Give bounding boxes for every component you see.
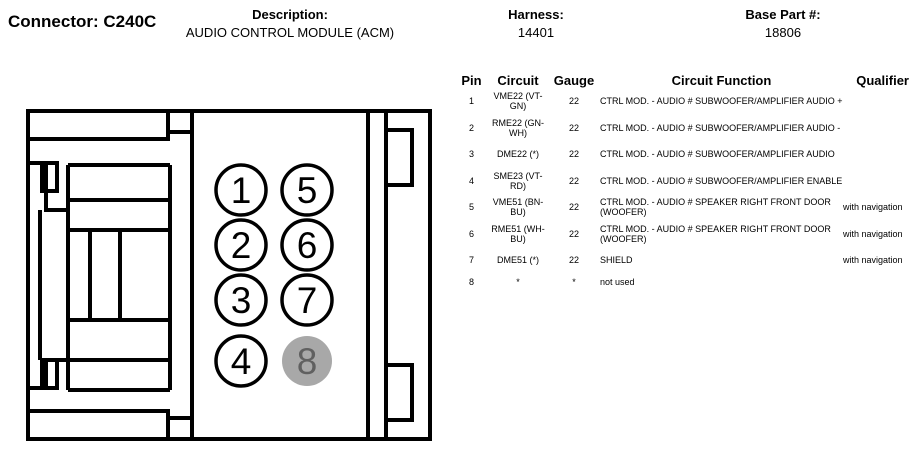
cell-pin: 4 (468, 175, 474, 186)
pin-label-1: 1 (231, 170, 252, 211)
cell-gauge: * (572, 277, 576, 287)
pin-cavity-7 (280, 273, 334, 327)
cell-qualifier: with navigation (843, 228, 903, 239)
pin-label-2: 2 (231, 225, 252, 266)
description-value: AUDIO CONTROL MODULE (ACM) (185, 25, 395, 40)
cell-function: CTRL MOD. - AUDIO # SUBWOOFER/AMPLIFIER … (600, 96, 843, 107)
col-header-circuit-function: Circuit Function (671, 72, 772, 88)
cell-circuit: VME22 (VT-GN) (493, 91, 543, 112)
cell-gauge: 22 (568, 122, 579, 133)
pin-cavity-8 (282, 336, 332, 386)
table-row: 8 * * not used (455, 274, 909, 291)
cell-pin: 6 (468, 228, 474, 239)
cell-gauge: 22 (568, 175, 579, 186)
base-part-value: 18806 (764, 25, 802, 40)
col-header-qualifier: Qualifier (856, 72, 909, 88)
pin-cavity-2 (214, 218, 268, 272)
cell-function: not used (600, 277, 635, 287)
pin-cavity-3 (214, 273, 268, 327)
pin-cavity-4 (214, 334, 268, 388)
cell-pin: 2 (468, 122, 474, 133)
cell-function: CTRL MOD. - AUDIO # SPEAKER RIGHT FRONT … (600, 197, 831, 218)
cell-circuit: DME51 (*) (496, 255, 539, 266)
connector-face-diagram: 1 5 2 6 3 7 4 8 (26, 109, 432, 441)
cell-circuit: RME22 (GN-WH) (491, 117, 544, 138)
pin-label-6: 6 (297, 225, 318, 266)
table-row: 4 SME23 (VT-RD) 22 CTRL MOD. - AUDIO # S… (455, 168, 909, 195)
cell-function: CTRL MOD. - AUDIO # SUBWOOFER/AMPLIFIER … (600, 122, 841, 133)
harness-block: Harness: 14401 (486, 7, 586, 40)
pin-cavity-5 (280, 163, 334, 217)
connector-face (190, 109, 370, 441)
pin-label-7: 7 (297, 280, 318, 321)
table-row: 3 DME22 (*) 22 CTRL MOD. - AUDIO # SUBWO… (455, 141, 909, 168)
cell-function: CTRL MOD. - AUDIO # SUBWOOFER/AMPLIFIER … (600, 149, 835, 160)
left-lower-rib (28, 409, 170, 439)
cell-qualifier (843, 141, 909, 168)
cell-qualifier: with navigation (843, 202, 903, 213)
base-part-block: Base Part #: 18806 (723, 7, 843, 40)
cell-pin: 3 (468, 149, 474, 160)
cell-function: CTRL MOD. - AUDIO # SPEAKER RIGHT FRONT … (600, 223, 831, 244)
cell-gauge: 22 (568, 149, 579, 160)
cell-gauge: 22 (568, 228, 579, 239)
harness-label: Harness: (508, 7, 564, 22)
cell-pin: 7 (468, 255, 474, 266)
harness-value: 14401 (517, 25, 555, 40)
connector-title: Connector: C240C (8, 12, 157, 31)
cell-circuit: * (516, 277, 520, 287)
pin-cavity-1 (214, 163, 268, 217)
cell-function: CTRL MOD. - AUDIO # SUBWOOFER/AMPLIFIER … (600, 175, 843, 186)
pin-cavity-6 (280, 218, 334, 272)
cell-gauge: 22 (568, 96, 579, 107)
table-header-row: Pin Circuit Gauge Circuit Function Quali… (455, 72, 909, 88)
col-header-gauge: Gauge (553, 72, 595, 88)
cell-qualifier (843, 168, 909, 195)
pin-table: Pin Circuit Gauge Circuit Function Quali… (455, 72, 909, 291)
pin-label-5: 5 (297, 170, 318, 211)
pin-label-4: 4 (231, 341, 252, 382)
left-upper-rib (28, 111, 170, 141)
description-label: Description: (252, 7, 328, 22)
cell-qualifier (843, 274, 909, 291)
cell-circuit: SME23 (VT-RD) (493, 170, 543, 191)
col-header-circuit: Circuit (497, 72, 539, 88)
cell-pin: 1 (468, 96, 474, 107)
cell-gauge: 22 (568, 202, 579, 213)
table-row: 1 VME22 (VT-GN) 22 CTRL MOD. - AUDIO # S… (455, 88, 909, 115)
table-row: 2 RME22 (GN-WH) 22 CTRL MOD. - AUDIO # S… (455, 115, 909, 142)
cell-circuit: VME51 (BN-BU) (492, 197, 544, 218)
cell-pin: 8 (468, 277, 474, 287)
right-latch (386, 128, 414, 187)
table-row: 7 DME51 (*) 22 SHIELD with navigation (455, 247, 909, 274)
cell-qualifier (843, 88, 909, 115)
cell-qualifier: with navigation (843, 255, 903, 266)
table-row: 5 VME51 (BN-BU) 22 CTRL MOD. - AUDIO # S… (455, 194, 909, 221)
table-row: 6 RME51 (WH-BU) 22 CTRL MOD. - AUDIO # S… (455, 221, 909, 248)
description-block: Description: AUDIO CONTROL MODULE (ACM) (170, 7, 410, 40)
cell-circuit: RME51 (WH-BU) (491, 223, 545, 244)
cell-qualifier (843, 115, 909, 142)
col-header-pin: Pin (461, 72, 482, 88)
cell-gauge: 22 (568, 255, 579, 266)
pin-label-3: 3 (231, 280, 252, 321)
pin-label-8: 8 (297, 341, 318, 382)
cell-function: SHIELD (600, 255, 633, 266)
cell-circuit: DME22 (*) (496, 149, 539, 160)
cell-pin: 5 (468, 202, 474, 213)
base-part-label: Base Part #: (745, 7, 821, 22)
